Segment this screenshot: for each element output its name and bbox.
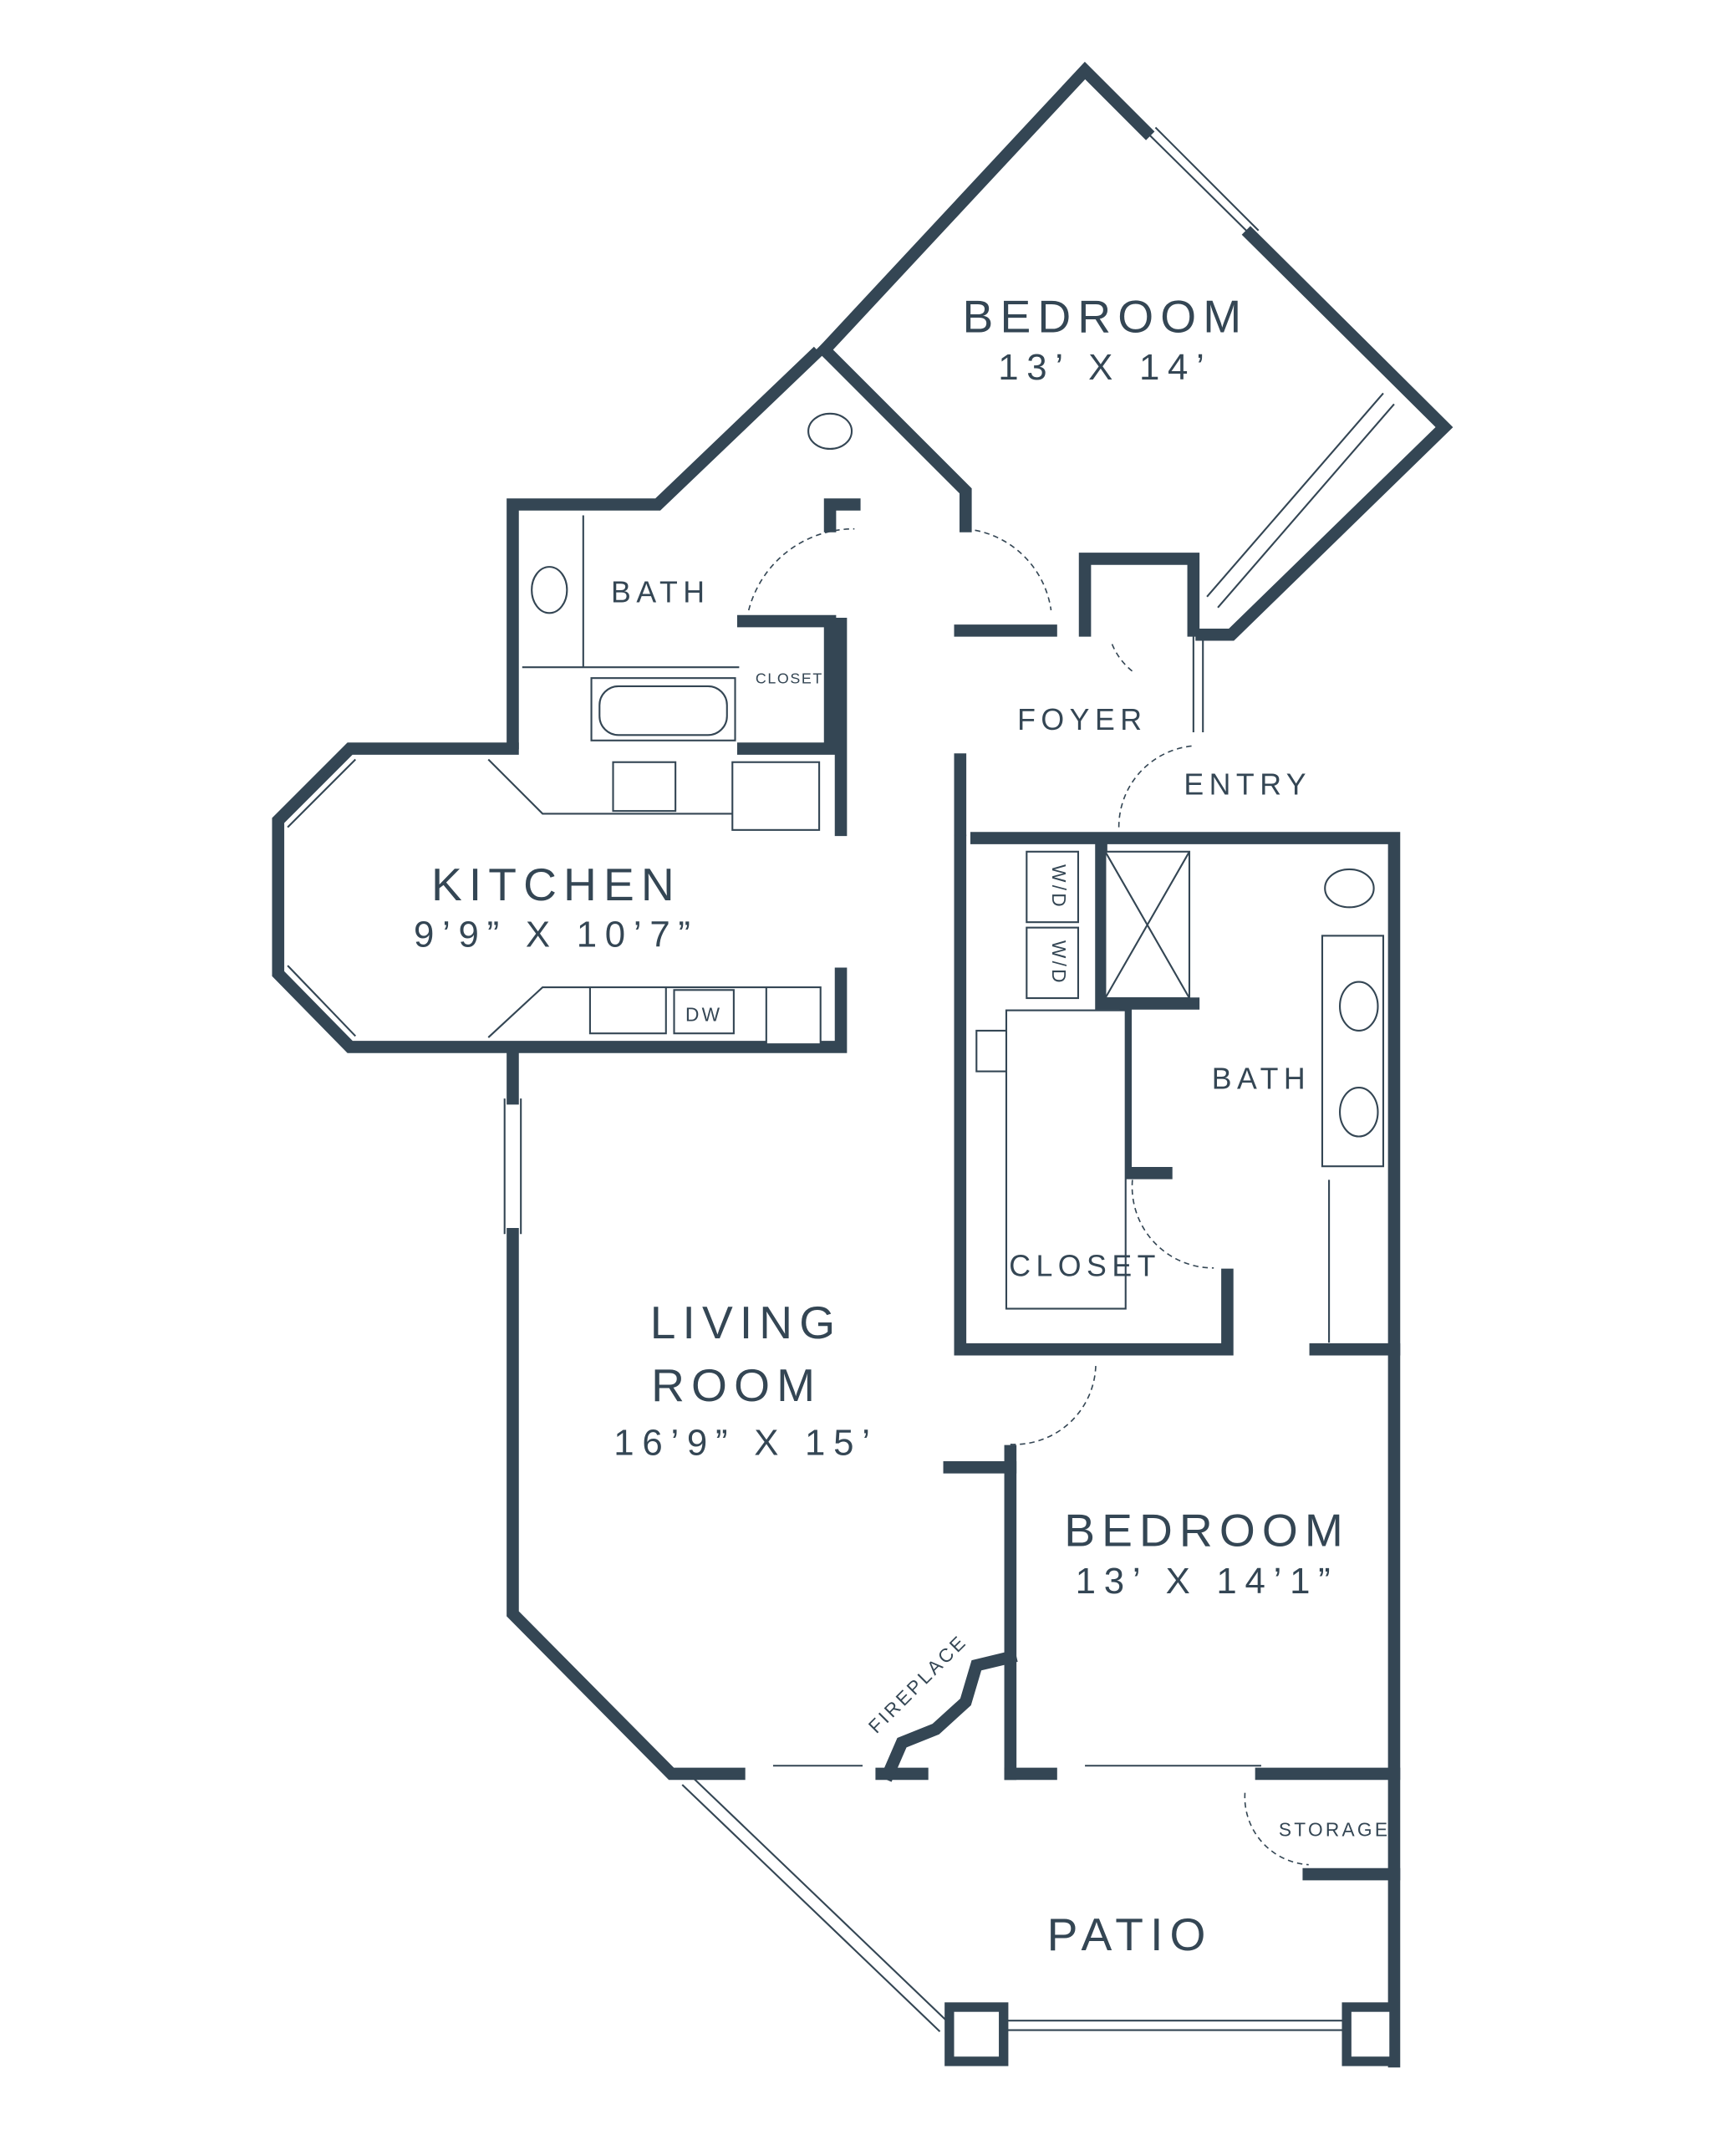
dishwasher-label: DW [685,1004,722,1026]
closet-name: CLOSET [1009,1250,1161,1283]
washer-dryer-1 [1026,850,1080,924]
wd-label-2: W/D [1048,940,1070,986]
living-name-2: ROOM [651,1359,822,1411]
dishwasher [673,989,735,1035]
wd-label-1: W/D [1048,864,1070,910]
foyer-name: FOYER [1017,703,1147,736]
details [277,126,1399,2066]
bath2-name: BATH [1212,1062,1311,1096]
closet-small-name: CLOSET [756,670,823,687]
entry-name: ENTRY [1184,768,1311,802]
bedroom1-size: 13’ X 14’ [998,347,1212,388]
bedroom2-name: BEDROOM [1064,1504,1350,1556]
living-name-1: LIVING [650,1297,842,1348]
walls [272,61,1453,2068]
bedroom1-name: BEDROOM [963,290,1249,342]
bath1-name: BATH [611,575,710,609]
bedroom2-size: 13’ X 14’1” [1076,1561,1339,1602]
storage-name: STORAGE [1279,1819,1390,1841]
kitchen-size: 9’9” X 10’7” [414,914,699,955]
fireplace-label: FIREPLACE [864,1630,971,1737]
washer-dryer-2 [1026,926,1080,1000]
living-size: 16’9” X 15’ [613,1423,878,1464]
kitchen-name: KITCHEN [431,859,681,910]
patio-name: PATIO [1047,1908,1213,1960]
